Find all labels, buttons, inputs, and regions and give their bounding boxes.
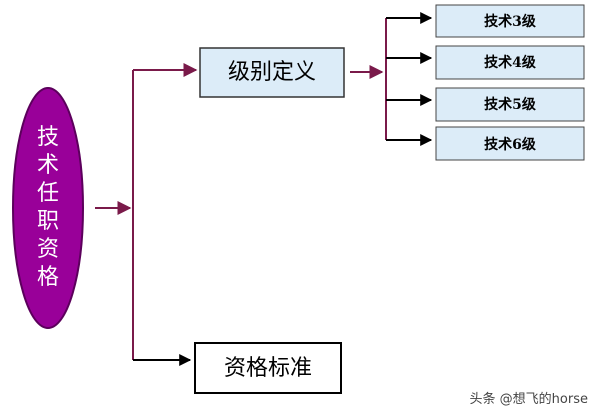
level-definition-box (199, 47, 345, 98)
level-box-3 (435, 4, 585, 38)
root-char: 职 (37, 209, 59, 234)
root-char: 技 (37, 125, 59, 150)
root-char: 任 (37, 181, 59, 206)
root-char: 术 (37, 153, 59, 178)
level-label-6: 技术6级 (484, 136, 537, 153)
level-box-6 (435, 126, 585, 161)
level-label-5: 技术5级 (484, 96, 537, 113)
level-label-4: 技术4级 (484, 54, 537, 71)
watermark: 头条 @想飞的horse (469, 392, 588, 407)
level-definition-label: 级别定义 (228, 60, 316, 85)
level-label-3: 技术3级 (484, 13, 537, 30)
level-box-5 (435, 87, 585, 122)
level-box-4 (435, 45, 585, 80)
root-char: 格 (37, 265, 59, 290)
root-ellipse (12, 87, 84, 329)
root-char: 资 (37, 237, 59, 262)
root-label: 技 术 任 职 资 格 (37, 125, 59, 290)
qualification-standard-box (194, 342, 342, 394)
qualification-standard-label: 资格标准 (224, 356, 312, 381)
